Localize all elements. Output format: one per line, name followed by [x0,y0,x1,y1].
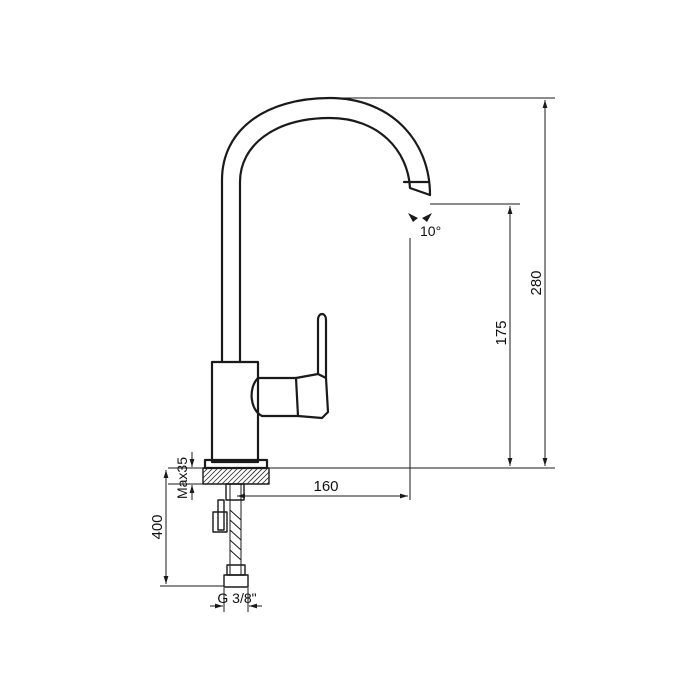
hatch-line [202,467,219,484]
hatch-line [221,467,239,485]
dimension-total-height: 280 [340,97,555,466]
dimension-angle: 10° [408,213,441,239]
dimension-label-angle: 10° [420,223,441,239]
dimension-max-thickness: Max35 [168,452,203,500]
faucet-spout [220,96,432,364]
mounting-shank [212,483,249,588]
hatch-line [231,467,249,485]
hatch-line [261,476,270,485]
hatch-line [202,467,209,474]
hatch-line [256,471,270,485]
hatch-line [211,467,229,485]
hatch-line [241,467,259,485]
countertop-section [202,467,555,485]
faucet-handle [250,312,330,420]
dimension-label-max-thickness: Max35 [174,457,190,499]
hatch-line [206,467,224,485]
dimension-label-total-height: 280 [528,270,545,295]
hatch-line [216,467,234,485]
hatch-line [251,467,269,485]
dimension-label-thread: G 3/8" [217,590,256,606]
dimension-label-reach: 160 [313,478,338,495]
hatch-line [236,467,254,485]
hatch-line [226,467,244,485]
dimension-spout-height: 175 [430,203,520,466]
hatch-line [246,467,264,485]
hose-braiding [229,509,242,561]
dimension-hose-length: 400 [149,470,224,587]
dimension-label-hose-length: 400 [149,514,166,539]
dimension-thread: G 3/8" [210,588,262,612]
hatch-line [266,481,270,485]
dimension-label-spout-height: 175 [493,320,510,345]
hatch-line [202,467,214,479]
dimension-reach: 160 [237,238,411,500]
